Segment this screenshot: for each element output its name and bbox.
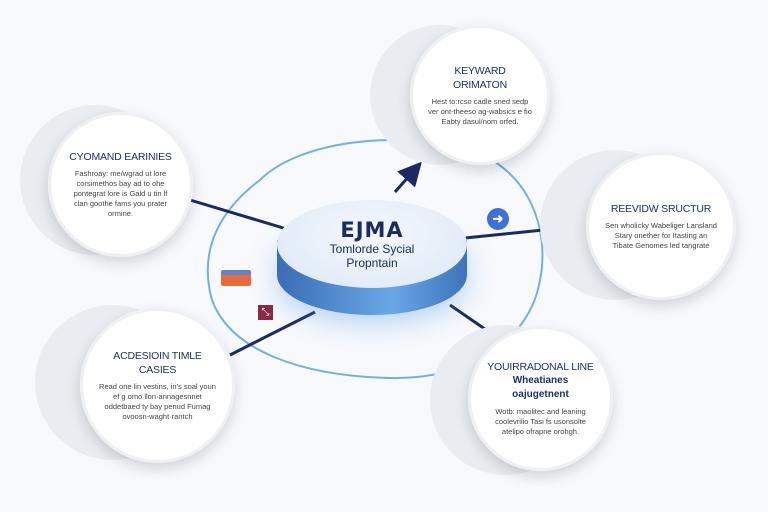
card-icon [221, 270, 251, 286]
node-title: CYOMAND EARINIES [69, 151, 172, 163]
node-left-top[interactable]: CYOMAND EARINIES Fashroay: me/wgrad ut l… [48, 112, 193, 257]
node-right[interactable]: REEVIDW SRUCTUR Sen wholicky Wabeliger L… [586, 152, 736, 300]
node-title-2: ORIMATON [452, 78, 507, 91]
node-title: ACDESIOIN TIMLE [113, 350, 202, 362]
node-title-2: CASIES [138, 364, 177, 376]
center-subtitle: Propntain [346, 256, 398, 270]
node-desc: Hest to:rcso cadle sned sedp ver ont-the… [428, 96, 532, 126]
connector-top [393, 161, 422, 193]
node-subtitle: Wheatianes oajugetnent [512, 375, 569, 400]
node-bottom-left[interactable]: ACDESIOIN TIMLE CASIES Read one lin vest… [80, 308, 235, 463]
share-icon: ⤡ [258, 305, 273, 320]
node-title: REEVIDW SRUCTUR [610, 202, 712, 215]
connector-left-top [189, 198, 291, 232]
node-title: YOUIRRADONAL LINE [487, 361, 594, 373]
node-desc: Wotb: maolitec and leaning coolevrilio T… [495, 407, 586, 436]
node-bottom-right[interactable]: YOUIRRADONAL LINE Wheatianes oajugetnent… [468, 326, 613, 471]
node-desc: Sen wholicky Wabeliger Lansland Stary on… [605, 220, 717, 250]
center-disc[interactable]: EJMA Tomlorde Sycial Propntain [277, 200, 467, 288]
node-desc: Fashroay: me/wgrad ut lore corsimethos b… [73, 169, 168, 218]
node-title: KEYWARD [454, 64, 506, 77]
arrow-badge-icon: ➜ [487, 208, 509, 230]
center-title: Tomlorde Sycial [329, 242, 415, 256]
center-logo: EJMA [340, 218, 404, 242]
node-desc: Read one lin vestins, in's soal youn ef … [99, 382, 216, 421]
node-top[interactable]: KEYWARD ORIMATON Hest to:rcso cadle sned… [410, 25, 550, 165]
connector-bottom-left [229, 310, 316, 357]
